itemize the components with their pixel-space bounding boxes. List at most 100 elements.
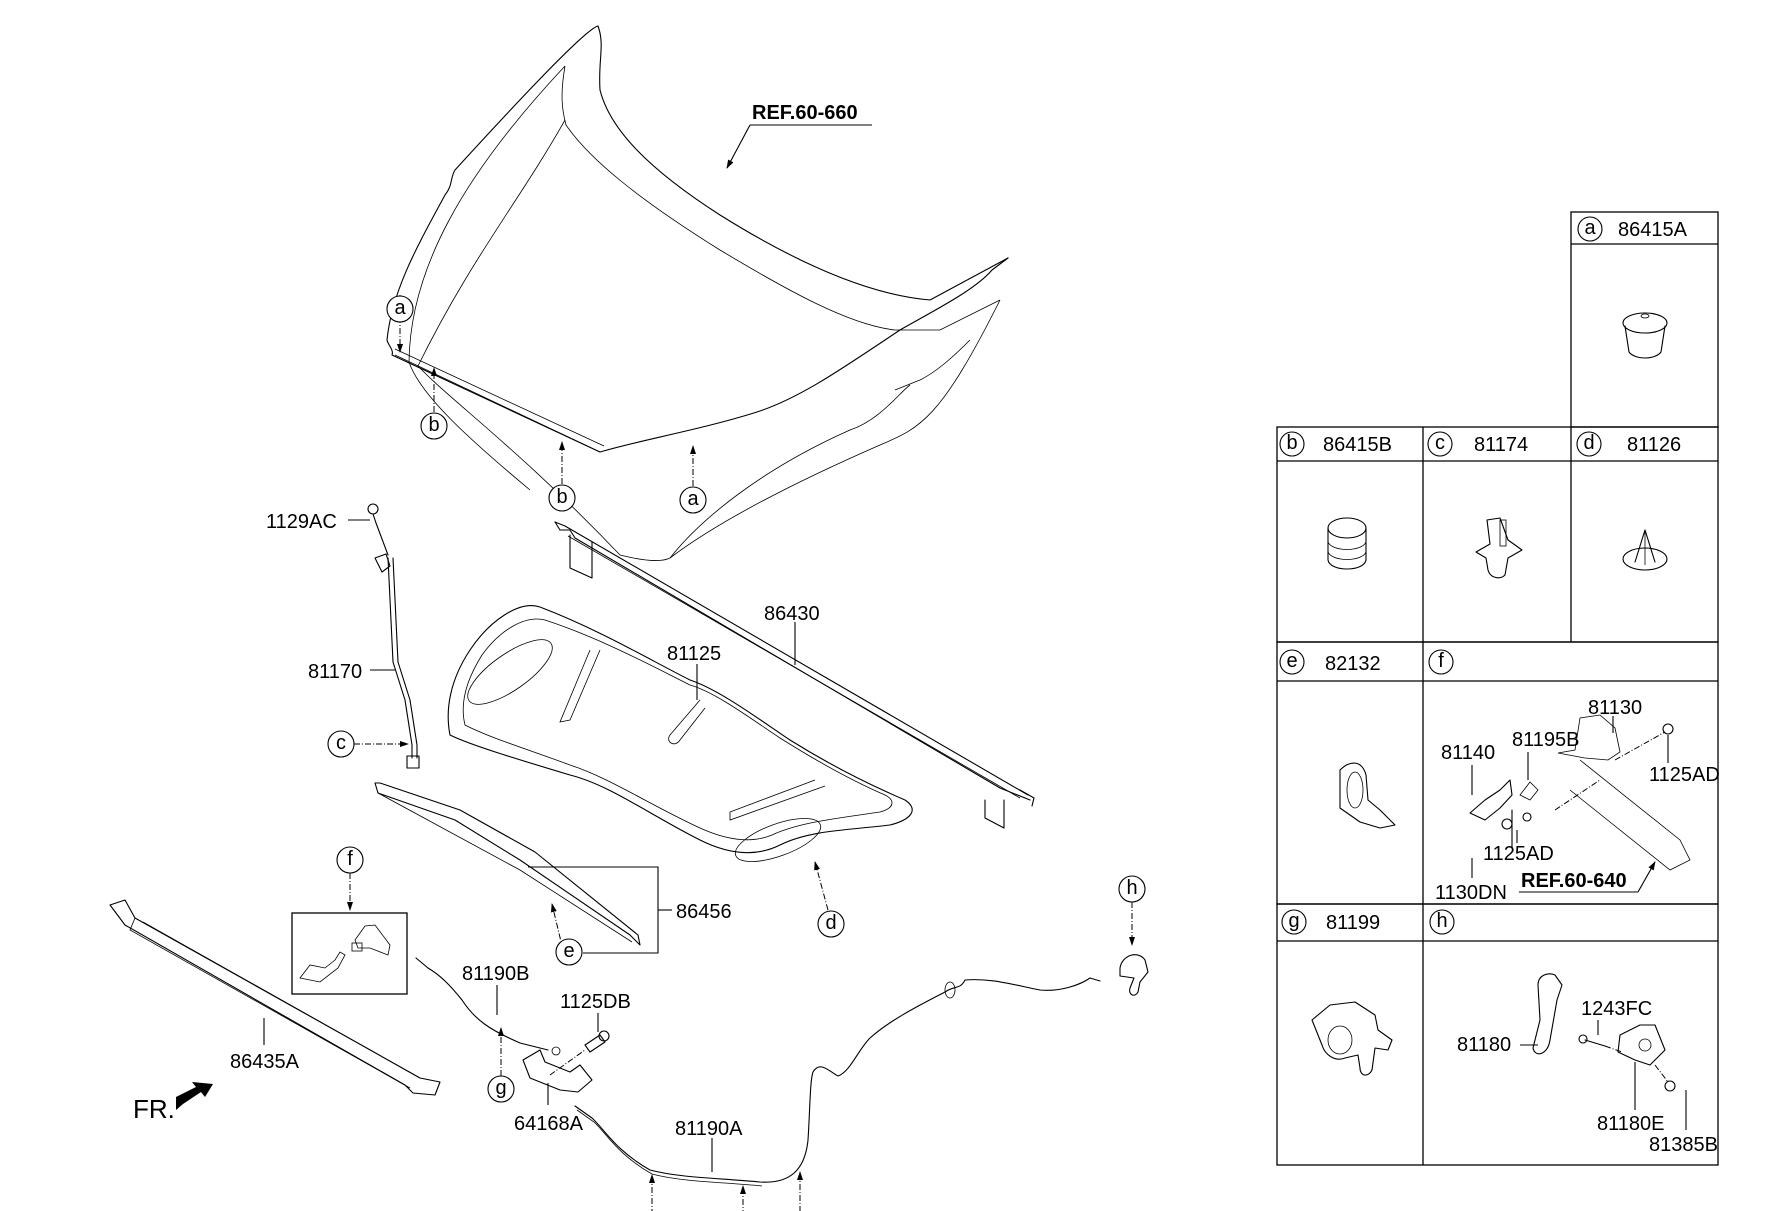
latch-label-81130: 81130 bbox=[1588, 697, 1642, 719]
handle-label-81180e: 81180E bbox=[1597, 1113, 1664, 1135]
release-cable-b-callout: 81190B bbox=[462, 963, 529, 1015]
svg-text:c: c bbox=[1435, 432, 1445, 454]
latch-label-1130dn: 1130DN bbox=[1435, 882, 1507, 904]
svg-text:g: g bbox=[495, 1077, 506, 1099]
insulator-marker-d: d bbox=[814, 861, 845, 938]
bumper-cushion-icon bbox=[1622, 312, 1668, 359]
hood-ref-callout: REF.60-660 bbox=[726, 102, 872, 169]
svg-text:h: h bbox=[1436, 910, 1447, 932]
release-cable-a[interactable] bbox=[574, 977, 1101, 1187]
svg-text:b: b bbox=[428, 414, 439, 436]
release-handle-detail-icon bbox=[1532, 973, 1676, 1092]
side-weatherstrip[interactable] bbox=[374, 782, 641, 946]
legend-cell-a[interactable]: a 86415A bbox=[1577, 216, 1688, 359]
cable-bracket[interactable] bbox=[522, 1049, 593, 1093]
release-handle[interactable] bbox=[1119, 954, 1149, 996]
rear-weatherstrip[interactable] bbox=[554, 521, 1035, 829]
insulator-label: 81125 bbox=[667, 643, 721, 665]
svg-text:a: a bbox=[687, 488, 699, 510]
front-direction-indicator: FR. bbox=[133, 1082, 213, 1124]
cable-a-marker-g2: g bbox=[740, 1185, 746, 1211]
svg-text:a: a bbox=[394, 297, 406, 319]
side-weatherstrip-label: 86456 bbox=[676, 901, 732, 923]
side-weatherstrip-callout: 86456 bbox=[528, 866, 732, 954]
latch-label-1125ad-right: 1125AD bbox=[1649, 764, 1720, 786]
legend-cell-c[interactable]: c 81174 bbox=[1427, 431, 1528, 579]
hood-marker-a-front: a bbox=[679, 445, 707, 514]
legend-part-g: 81199 bbox=[1326, 912, 1380, 934]
rear-weatherstrip-callout: 86430 bbox=[764, 603, 820, 665]
latch-detail-box[interactable] bbox=[291, 912, 408, 995]
release-cable-a-callout: 81190A bbox=[675, 1118, 743, 1172]
stay-bolt-label: 1129AC bbox=[266, 511, 337, 533]
hood-stay-label: 81170 bbox=[308, 661, 362, 683]
svg-text:e: e bbox=[1286, 650, 1297, 672]
handle-label-1243fc: 1243FC bbox=[1581, 998, 1652, 1020]
legend-part-b: 86415B bbox=[1323, 434, 1392, 456]
handle-label-81180: 81180 bbox=[1457, 1034, 1511, 1056]
rear-weatherstrip-label: 86430 bbox=[764, 603, 820, 625]
cable-b-marker-g: g bbox=[487, 1027, 515, 1103]
stay-marker-c: c bbox=[327, 730, 409, 758]
legend-cell-b[interactable]: b 86415B bbox=[1279, 431, 1392, 570]
latch-assembly-icon bbox=[1469, 714, 1691, 871]
svg-text:f: f bbox=[347, 848, 353, 870]
legend-part-c: 81174 bbox=[1474, 434, 1528, 456]
hood-stay-rod[interactable] bbox=[367, 503, 420, 769]
svg-text:b: b bbox=[1286, 432, 1297, 454]
bolt-1125db-label: 1125DB bbox=[560, 991, 631, 1013]
legend-part-d: 81126 bbox=[1627, 434, 1681, 456]
svg-text:b: b bbox=[556, 486, 567, 508]
svg-text:d: d bbox=[1583, 432, 1594, 454]
front-arrow-icon bbox=[176, 1082, 213, 1110]
seal-clip-icon bbox=[1339, 762, 1396, 829]
cable-clip-icon bbox=[1311, 1001, 1393, 1076]
cable-a-marker-g3: g bbox=[797, 1171, 803, 1211]
cable-a-marker-g1: g bbox=[649, 1174, 655, 1211]
stay-clip-icon bbox=[1475, 517, 1523, 579]
svg-text:e: e bbox=[563, 940, 574, 962]
legend-cell-f[interactable]: f 81130 81195B 81140 1125AD 1125AD 1130D… bbox=[1428, 649, 1720, 904]
front-weatherstrip-label: 86435A bbox=[230, 1051, 300, 1073]
stacked-bumper-icon bbox=[1327, 517, 1367, 570]
release-cable-a-label: 81190A bbox=[675, 1118, 743, 1140]
hood-marker-a-left: a bbox=[386, 295, 414, 353]
front-weatherstrip-callout: 86435A bbox=[230, 1018, 300, 1073]
front-label: FR. bbox=[133, 1094, 175, 1124]
side-seal-marker-e: e bbox=[550, 903, 583, 966]
legend-cell-g[interactable]: g 81199 bbox=[1281, 909, 1393, 1076]
legend-part-a: 86415A bbox=[1618, 219, 1688, 241]
insulator-callout: 81125 bbox=[667, 643, 721, 700]
hood-marker-b-left: b bbox=[420, 367, 448, 440]
release-handle-marker-h: h bbox=[1118, 875, 1146, 946]
svg-text:d: d bbox=[825, 912, 836, 934]
bracket-label: 64168A bbox=[514, 1113, 584, 1135]
hood-panel[interactable] bbox=[386, 25, 1009, 561]
hood-stay-callout: 81170 bbox=[308, 661, 395, 683]
hood-ref-label: REF.60-660 bbox=[752, 102, 858, 124]
bolt-1125db[interactable] bbox=[584, 1030, 610, 1053]
push-pin-icon bbox=[1622, 529, 1668, 571]
latch-marker-f: f bbox=[336, 846, 364, 911]
latch-label-81195b: 81195B bbox=[1512, 729, 1579, 751]
hood-marker-b-front: b bbox=[548, 441, 576, 512]
svg-text:a: a bbox=[1584, 217, 1596, 239]
legend-cell-d[interactable]: d 81126 bbox=[1576, 431, 1681, 571]
latch-label-1125ad-left: 1125AD bbox=[1483, 843, 1554, 865]
legend-cell-e[interactable]: e 82132 bbox=[1279, 649, 1396, 829]
svg-text:h: h bbox=[1126, 877, 1137, 899]
svg-text:c: c bbox=[336, 732, 346, 754]
latch-ref-label: REF.60-640 bbox=[1521, 870, 1627, 892]
legend-cell-h[interactable]: h 81180 1243FC 81180E 81385B bbox=[1429, 909, 1718, 1156]
handle-label-81385b: 81385B bbox=[1649, 1134, 1718, 1156]
front-weatherstrip[interactable] bbox=[109, 899, 441, 1096]
bracket-callout: 64168A bbox=[514, 1083, 584, 1135]
svg-text:f: f bbox=[1438, 650, 1444, 672]
legend-part-e: 82132 bbox=[1325, 653, 1381, 675]
svg-text:g: g bbox=[1288, 910, 1299, 932]
hood-insulator-pad[interactable] bbox=[447, 605, 913, 871]
stay-bolt-callout: 1129AC bbox=[266, 511, 370, 533]
parts-legend-table bbox=[1276, 211, 1719, 1166]
release-cable-b-label: 81190B bbox=[462, 963, 529, 985]
